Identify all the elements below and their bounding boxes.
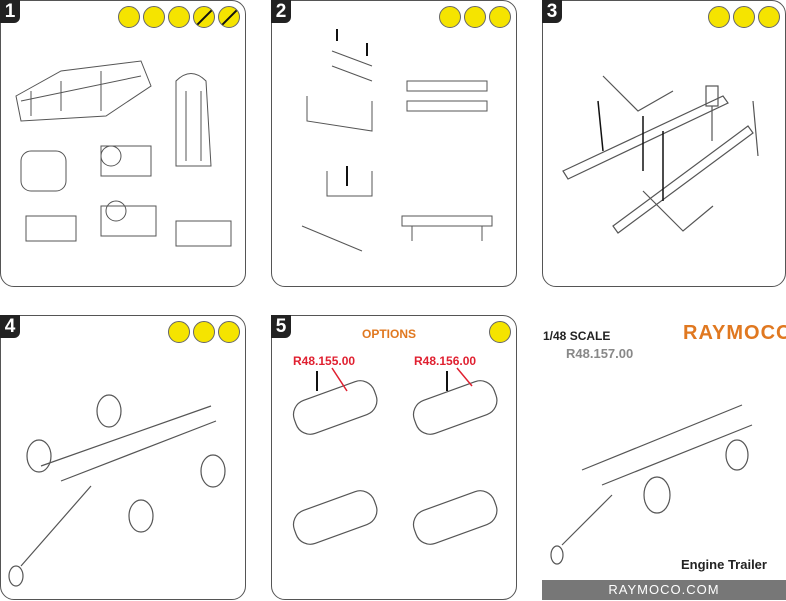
no-paint-icon [218,6,240,28]
step-number: 2 [271,0,291,23]
knife-icon [439,6,461,28]
tool-icons [439,6,511,28]
options-title: OPTIONS [362,327,417,341]
step-number: 5 [271,315,291,338]
glue-icon [489,6,511,28]
parts-sprue-drawing [15,60,232,247]
option-b-part-number: R48.156.00 [414,354,477,368]
file-icon [464,6,486,28]
file-icon [733,6,755,28]
scale-label: 1/48 SCALE [543,329,611,343]
file-icon [193,321,215,343]
tool-icons [168,321,240,343]
glue-icon [218,321,240,343]
knife-icon [168,321,190,343]
engine-options-drawing [292,367,498,545]
engine-trailer-drawing [550,404,753,565]
tool-icons [489,321,511,343]
step-5-panel: 5 OPTIONS R48.155.00 R48.156.00 [271,315,517,600]
frame-assembly-drawing [562,75,759,234]
step-4-panel: 4 [0,315,246,600]
part-number: R48.157.00 [566,346,634,361]
file-icon [168,6,190,28]
knife-icon [118,6,140,28]
tool-icons [118,6,240,28]
step-2-panel: 2 [271,0,517,287]
option-a-part-number: R48.155.00 [293,354,356,368]
wheel-assembly-drawing [8,394,226,587]
no-glue-icon [193,6,215,28]
step-number: 3 [542,0,562,23]
brand-logo: RAYMOCO [683,322,786,344]
knife-icon [708,6,730,28]
tool-icons [708,6,780,28]
assembly-drawing [301,29,493,252]
sanding-icon [143,6,165,28]
website-bar: RAYMOCO.COM [542,580,786,600]
step-3-panel: 3 [542,0,786,287]
website-link[interactable]: RAYMOCO.COM [608,582,720,597]
paint-brush-icon [489,321,511,343]
step-number: 1 [0,0,20,23]
step-number: 4 [0,315,20,338]
glue-icon [758,6,780,28]
step-1-panel: 1 [0,0,246,287]
product-name: Engine Trailer [681,557,767,572]
